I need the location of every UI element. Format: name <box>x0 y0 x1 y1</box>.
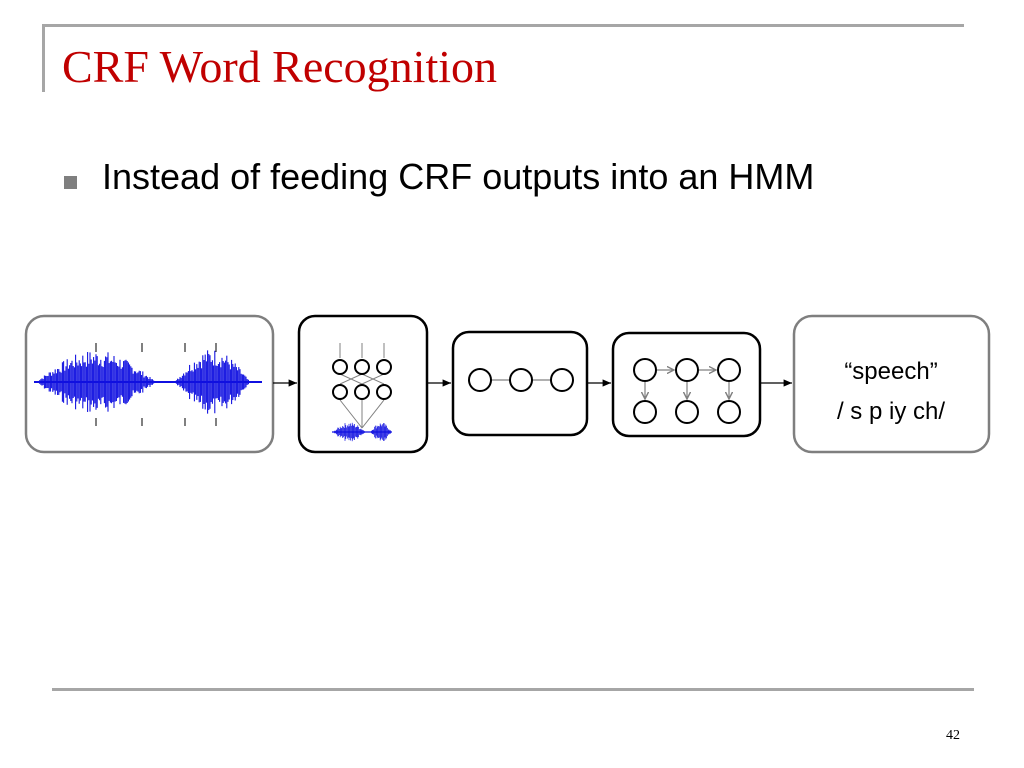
node-icon <box>634 359 656 381</box>
node-icon <box>469 369 491 391</box>
output-phones: / s p iy ch/ <box>837 398 945 425</box>
page-number: 42 <box>946 728 960 744</box>
node-icon <box>551 369 573 391</box>
node-icon <box>718 359 740 381</box>
node-icon <box>377 360 391 374</box>
node-icon <box>676 401 698 423</box>
bottom-rule <box>52 688 974 691</box>
node-icon <box>377 385 391 399</box>
node-icon <box>718 401 740 423</box>
linear-chain-crf-box <box>453 332 587 435</box>
node-icon <box>676 359 698 381</box>
node-icon <box>355 385 369 399</box>
node-icon <box>355 360 369 374</box>
node-icon <box>510 369 532 391</box>
node-icon <box>634 401 656 423</box>
hmm-structure-box <box>613 333 760 436</box>
node-icon <box>333 385 347 399</box>
output-box: “speech” / s p iy ch/ <box>794 316 989 452</box>
output-word: “speech” <box>844 358 937 385</box>
neural-network-box <box>299 316 427 452</box>
node-icon <box>333 360 347 374</box>
waveform-box <box>26 316 273 452</box>
